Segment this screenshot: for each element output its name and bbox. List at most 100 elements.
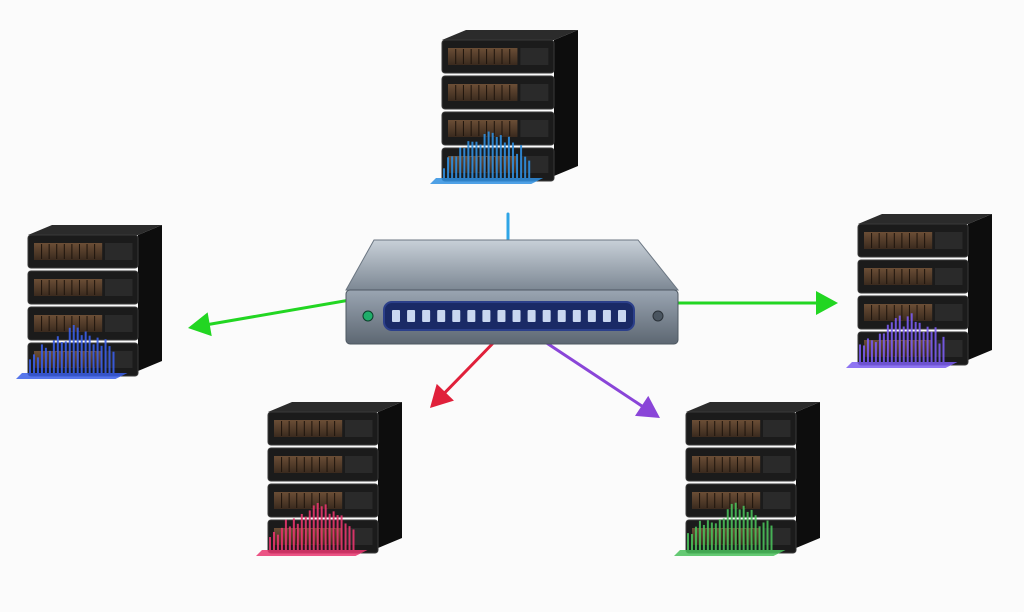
server-bottom-left [256,402,402,556]
vent-grille [520,156,549,173]
rack-unit [267,411,379,446]
vent-grille [935,232,963,249]
switch-port [572,310,581,322]
vent-grille [345,528,373,545]
vent-grille [345,420,373,437]
rack-unit [441,111,555,146]
drive-bay [448,84,518,101]
switch-port [587,310,596,322]
vent-grille [935,340,963,357]
links-layer [188,212,838,418]
switch-port [618,310,626,322]
server-right [846,214,992,368]
activity-graph-base [16,373,128,379]
drive-bay [274,528,343,545]
switch-port [452,310,461,322]
rack-top-panel [442,30,578,40]
link-to-bottom-left-arrowhead [430,383,454,408]
vent-grille [763,456,791,473]
rack-unit [27,270,139,305]
link-to-left-line [208,298,352,326]
rack-unit [857,295,969,330]
vent-grille [763,492,791,509]
activity-graph-base [256,550,368,556]
switch-port [437,310,446,322]
rack-top-panel [28,225,162,235]
vent-grille [105,279,133,296]
rack-unit [27,234,139,269]
switch-port [602,310,611,322]
rack-unit [27,342,139,377]
activity-graph [256,502,368,556]
switch-port-strip [383,301,635,331]
drive-bay [274,492,343,509]
rack-side-panel [138,225,162,371]
activity-graph [846,313,958,368]
vent-grille [105,243,133,260]
vent-grille [935,268,963,285]
rack-top-panel [858,214,992,224]
switch-port [422,310,431,322]
activity-graph-base [846,362,958,368]
vent-grille [345,456,373,473]
drive-bay [274,420,343,437]
rack-unit [685,411,797,446]
vent-grille [520,120,549,137]
rack-unit [267,519,379,554]
link-to-left-arrowhead [188,312,212,337]
activity-graph-base [430,178,544,184]
switch-port [497,310,506,322]
server-top [430,30,578,184]
activity-graph [16,325,128,379]
switch-port [407,310,416,322]
activity-graph [430,131,544,184]
drive-bay [864,232,933,249]
activity-graph [674,502,786,556]
vent-grille [763,528,791,545]
link-to-left [188,298,352,337]
switch-port [512,310,521,322]
switch-port [392,310,400,322]
vent-grille [763,420,791,437]
status-led-icon [362,310,374,322]
rack-unit [857,331,969,366]
activity-graph-base [674,550,786,556]
server-left [16,225,162,379]
drive-bay [34,315,103,332]
vent-grille [105,315,133,332]
power-indicator-icon [652,310,664,322]
drive-bay [448,120,518,137]
switch-port [542,310,551,322]
rack-unit [685,447,797,482]
drive-bay [448,156,518,173]
switch-port [467,310,476,322]
rack-unit [441,147,555,182]
drive-bay [34,279,103,296]
rack-unit [441,75,555,110]
switch-port [527,310,536,322]
rack-unit [267,447,379,482]
vent-grille [345,492,373,509]
rack-unit [27,306,139,341]
rack-unit [441,39,555,74]
drive-bay [34,243,103,260]
link-to-right-arrowhead [816,291,838,315]
rack-unit [857,259,969,294]
rack-side-panel [968,214,992,360]
drive-bay [692,528,761,545]
drive-bay [864,340,933,357]
link-to-right [674,291,838,315]
drive-bay [864,304,933,321]
drive-bay [34,351,103,368]
drive-bay [692,492,761,509]
vent-grille [105,351,133,368]
drive-bay [448,48,518,65]
network-switch [345,239,680,345]
rack-side-panel [378,402,402,548]
rack-top-panel [268,402,402,412]
rack-unit [685,483,797,518]
vent-grille [935,304,963,321]
rack-unit [267,483,379,518]
servers-layer [16,30,992,556]
server-bottom-right [674,402,820,556]
